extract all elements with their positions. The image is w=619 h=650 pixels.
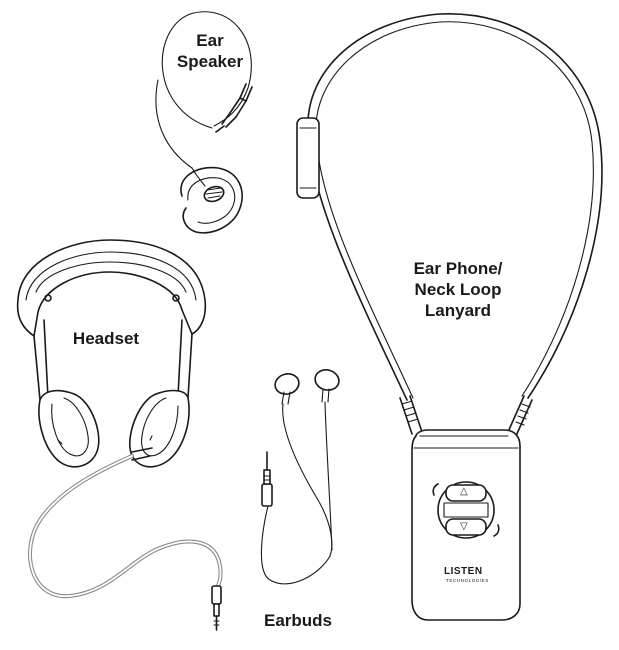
volume-up-icon: △ (460, 486, 468, 497)
lanyard-inline-clip (296, 117, 320, 199)
device-brand-logo: LISTEN (444, 566, 483, 577)
headset-right-earcup (129, 389, 190, 468)
earbuds-illustration (260, 369, 340, 585)
earbuds-label: Earbuds (263, 611, 333, 630)
ear-speaker-plug (215, 83, 253, 133)
receiver-device (411, 429, 521, 621)
ear-phone-neck-loop-label: Ear Phone/ Neck Loop Lanyard (413, 259, 503, 320)
ear-speaker-label: Ear Speaker (176, 31, 244, 71)
neck-loop-lanyard-illustration (296, 13, 603, 621)
headset-left-earcup (38, 389, 100, 468)
headset-illustration (16, 239, 223, 631)
headset-plug (211, 585, 222, 631)
earbuds-plug (261, 451, 273, 507)
ear-speaker-illustration (155, 11, 253, 234)
volume-dial (432, 481, 500, 539)
headset-label: Headset (72, 329, 140, 348)
volume-down-icon: ▽ (460, 521, 468, 532)
ear-speaker-hook (180, 166, 243, 234)
device-brand-sub: TECHNOLOGIES (446, 578, 489, 583)
